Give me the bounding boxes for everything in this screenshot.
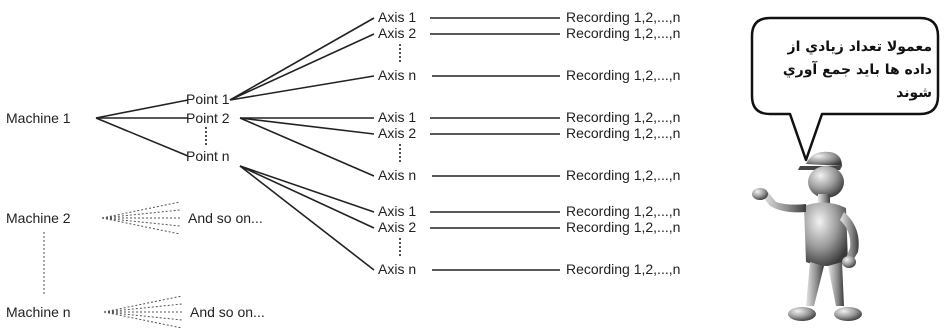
- axis-label: Axis 2: [378, 219, 417, 235]
- machine-n-label: Machine n: [6, 304, 71, 320]
- edge-machine1-point1: [95, 99, 189, 119]
- axis-label: Axis 1: [378, 109, 417, 125]
- recording-label: Recording 1,2,...,n: [566, 67, 681, 83]
- axis-label: Axis 1: [378, 203, 417, 219]
- recording-label: Recording 1,2,...,n: [566, 261, 681, 277]
- and-so-on-label-machine-2: And so on...: [188, 210, 263, 226]
- machine-1-label: Machine 1: [6, 110, 71, 126]
- point-1-label: Point 1: [186, 91, 230, 107]
- axis-label: Axis 2: [378, 125, 417, 141]
- axis-label: Axis n: [378, 167, 417, 183]
- axis-label: Axis n: [378, 261, 417, 277]
- speech-bubble-shape: [750, 16, 940, 162]
- recording-label: Recording 1,2,...,n: [566, 9, 681, 25]
- point-2-label: Point 2: [186, 110, 230, 126]
- axis-label: Axis 1: [378, 9, 417, 25]
- edge-machine1-pointn: [95, 117, 189, 157]
- point-n-label: Point n: [186, 148, 230, 164]
- recording-label: Recording 1,2,...,n: [566, 109, 681, 125]
- recording-label: Recording 1,2,...,n: [566, 219, 681, 235]
- and-so-on-label-machine-n: And so on...: [190, 304, 265, 320]
- axis-label: Axis 2: [378, 25, 417, 41]
- speech-bubble-text: معمولا تعداد زيادي از داده ها بايد جمع آ…: [782, 39, 932, 101]
- recording-label: Recording 1,2,...,n: [566, 25, 681, 41]
- machine-2-label: Machine 2: [6, 210, 71, 226]
- axis-label: Axis n: [378, 67, 417, 83]
- recording-label: Recording 1,2,...,n: [566, 167, 681, 183]
- cartoon-figure-illustration: [752, 151, 862, 321]
- recording-label: Recording 1,2,...,n: [566, 125, 681, 141]
- recording-label: Recording 1,2,...,n: [566, 203, 681, 219]
